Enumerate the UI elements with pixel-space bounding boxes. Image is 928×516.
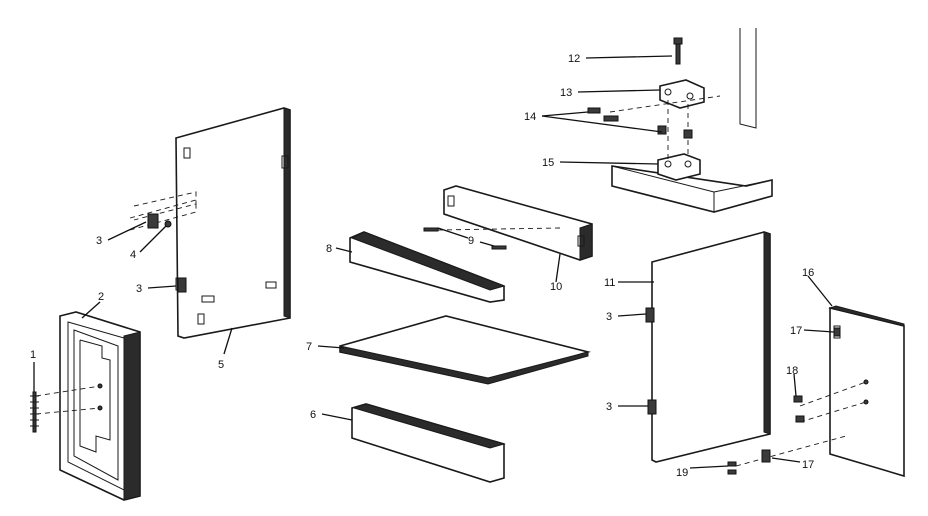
callout-5: 5 <box>218 359 224 371</box>
callout-13: 13 <box>560 87 572 99</box>
callout-14: 14 <box>524 111 536 123</box>
catch-part-17 <box>761 327 841 463</box>
screw-part-1 <box>30 391 39 433</box>
back-panel-part-16 <box>735 305 905 478</box>
front-rail-part-8 <box>349 231 506 303</box>
callout-8: 8 <box>326 243 332 255</box>
screw-part-4 <box>164 220 172 228</box>
side-panel-part-5 <box>129 107 291 339</box>
hinge-part-3-left <box>147 213 187 293</box>
kick-board-part-6 <box>351 403 506 483</box>
callout-3-a: 3 <box>96 235 102 247</box>
callout-3-c: 3 <box>606 311 612 323</box>
leader-lines <box>33 55 835 469</box>
callout-3-b: 3 <box>136 283 142 295</box>
callout-labels: 1 2 3 4 3 5 8 9 10 7 6 11 3 3 12 13 14 1… <box>30 53 814 479</box>
callout-10: 10 <box>550 281 562 293</box>
rear-rail-part-10 <box>443 185 593 261</box>
callout-6: 6 <box>310 409 316 421</box>
callout-2: 2 <box>98 291 104 303</box>
screw-part-12 <box>673 37 683 65</box>
counter-top-assembly <box>611 28 773 213</box>
door-panel-part-11 <box>645 231 771 463</box>
callout-4: 4 <box>130 249 136 261</box>
bracket-part-13 <box>659 79 705 109</box>
screw-part-14 <box>587 107 693 139</box>
clip-part-18 <box>793 395 805 423</box>
callout-11: 11 <box>604 277 615 289</box>
callout-12: 12 <box>568 53 580 65</box>
callout-1: 1 <box>30 349 36 361</box>
callout-16: 16 <box>802 267 814 279</box>
door-panel-part-2 <box>35 311 141 501</box>
screw-part-19 <box>727 461 737 475</box>
callout-7: 7 <box>306 341 312 353</box>
bottom-shelf-part-7 <box>339 315 591 385</box>
callout-15: 15 <box>542 157 554 169</box>
bracket-part-15 <box>609 95 721 181</box>
callout-19: 19 <box>676 467 688 479</box>
dowel-part-9 <box>423 227 561 250</box>
callout-3-d: 3 <box>606 401 612 413</box>
callout-9: 9 <box>468 235 474 247</box>
callout-17-a: 17 <box>790 325 802 337</box>
callout-17-b: 17 <box>802 459 814 471</box>
callout-18: 18 <box>786 365 798 377</box>
